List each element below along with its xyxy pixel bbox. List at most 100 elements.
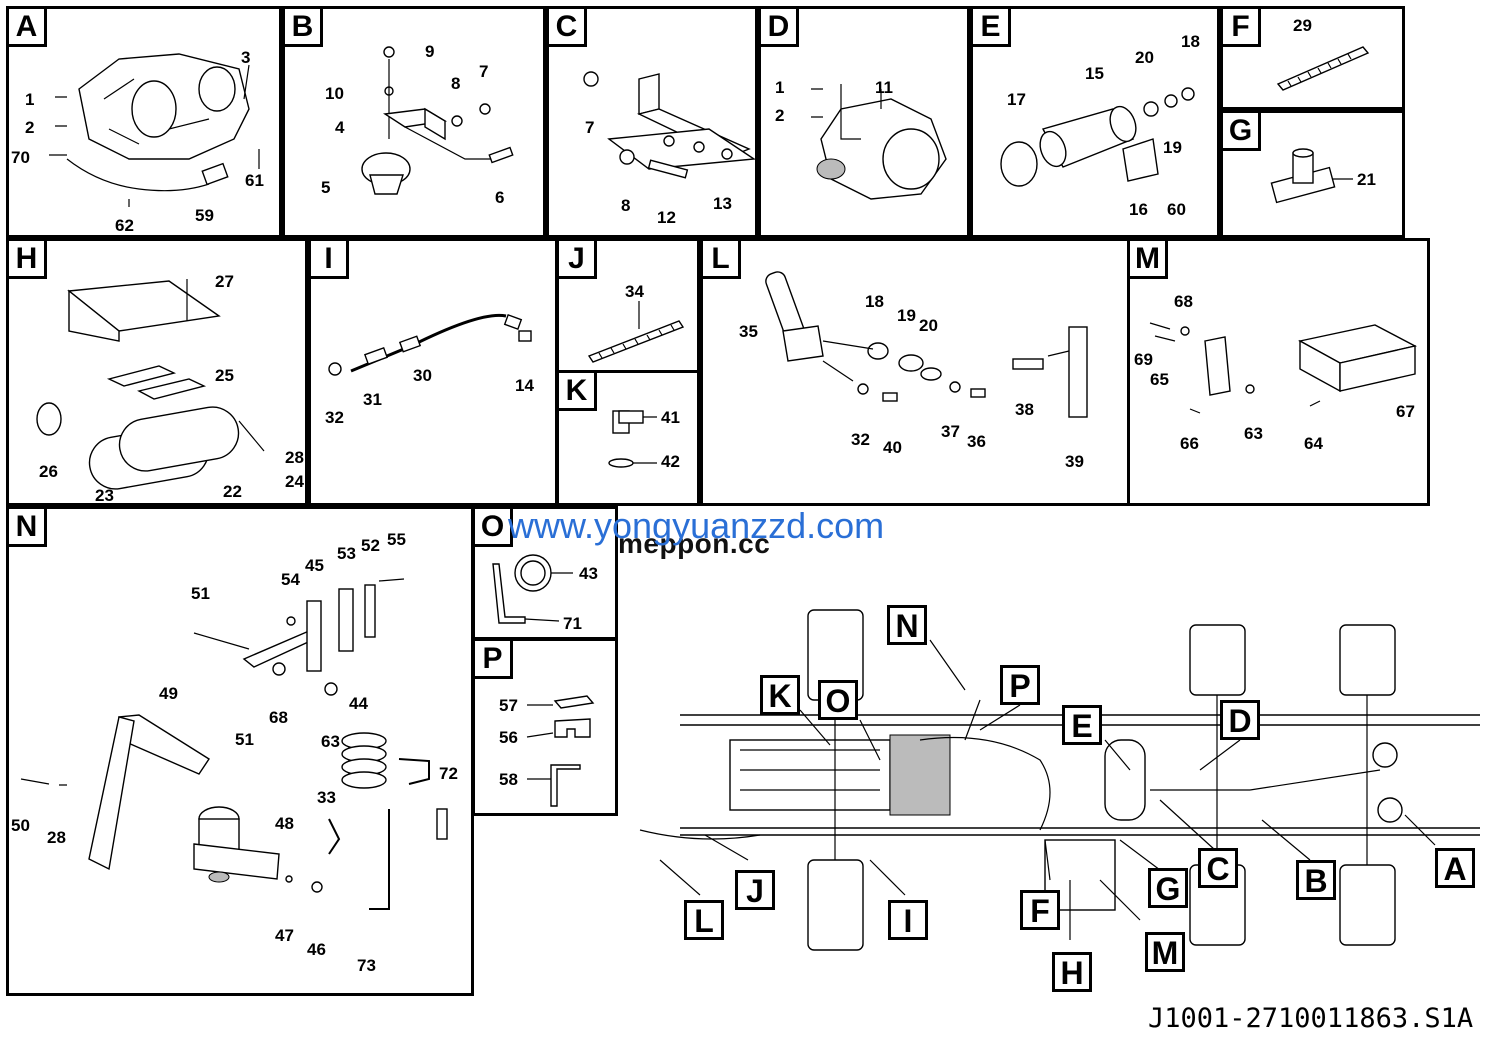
- panel-label: B: [285, 9, 323, 47]
- part-number: 7: [479, 62, 489, 81]
- panel-g: G 21: [1220, 110, 1405, 238]
- part-number: 45: [305, 556, 324, 575]
- watermark-secondary: meppon.cc: [618, 528, 771, 559]
- part-number: 3: [241, 48, 251, 67]
- relay-valve-bracket-drawing: [361, 46, 514, 195]
- panel-label: C: [549, 9, 587, 47]
- part-number: 17: [1007, 90, 1026, 109]
- part-number: 38: [1015, 400, 1034, 419]
- part-number: 14: [515, 376, 534, 395]
- twin-reservoir-drawing: [36, 279, 265, 490]
- part-number: 36: [967, 432, 986, 451]
- panel-label: L: [703, 241, 741, 279]
- callout-d: D: [1220, 700, 1260, 740]
- part-number: 28: [285, 448, 304, 467]
- part-number: 73: [357, 956, 376, 975]
- part-number: 55: [387, 530, 406, 549]
- part-number: 71: [563, 614, 582, 633]
- part-number: 54: [281, 570, 300, 589]
- panel-label: E: [973, 9, 1011, 47]
- part-number: 65: [1150, 370, 1169, 389]
- part-number: 68: [1174, 292, 1193, 311]
- part-number: 11: [875, 78, 893, 97]
- panel-c: C 7 8 12 13: [546, 6, 758, 238]
- panel-label: N: [9, 509, 47, 547]
- part-number: 22: [223, 482, 242, 501]
- part-number: 59: [195, 206, 214, 225]
- part-number: 68: [269, 708, 288, 727]
- part-number: 9: [425, 42, 435, 61]
- callout-a: A: [1435, 848, 1475, 888]
- panel-label: G: [1223, 113, 1261, 151]
- panel-n: N 55 52 53 45 54 51 68 63 49 44 51 72 33…: [6, 506, 474, 996]
- hand-brake-valve-drawing: [765, 271, 1088, 418]
- part-number: 15: [1085, 64, 1104, 83]
- air-dryer-valve-drawing: [49, 53, 260, 207]
- part-number: 18: [865, 292, 884, 311]
- panel-label: M: [1130, 241, 1168, 279]
- part-number: 60: [1167, 200, 1186, 219]
- part-number: 51: [235, 730, 254, 749]
- panel-i: I 30 31 32 14: [308, 238, 558, 506]
- callout-f: F: [1020, 890, 1060, 930]
- part-number: 16: [1129, 200, 1148, 219]
- callout-g: G: [1148, 868, 1188, 908]
- part-number: 57: [499, 696, 518, 715]
- part-number: 40: [883, 438, 902, 457]
- part-number: 32: [851, 430, 870, 449]
- panel-h: H 27 25 28 24 26 23 22: [6, 238, 308, 506]
- air-reservoir-drawing: [1000, 87, 1195, 187]
- part-number: 29: [1293, 16, 1312, 35]
- part-number: 21: [1357, 170, 1376, 189]
- panel-label: K: [559, 373, 597, 411]
- panel-label: H: [9, 241, 47, 279]
- part-number: 67: [1396, 402, 1415, 421]
- part-number: 8: [451, 74, 461, 93]
- panel-l: L 35 18 19 20 38 32 40 37 36 39: [700, 238, 1130, 506]
- callout-c: C: [1198, 848, 1238, 888]
- panel-label: A: [9, 9, 47, 47]
- part-number: 70: [11, 148, 30, 167]
- part-number: 26: [39, 462, 58, 481]
- control-unit-bracket-drawing: [1149, 322, 1418, 414]
- part-number: 64: [1304, 434, 1323, 453]
- elbow-fitting-drawing: [608, 410, 657, 468]
- panel-m: M 68 69 65 67 66 63 64: [1127, 238, 1430, 506]
- part-number: 31: [363, 390, 382, 409]
- callout-i: I: [888, 900, 928, 940]
- callout-m: M: [1145, 932, 1185, 972]
- document-number: J1001-2710011863.S1A: [1148, 1003, 1474, 1034]
- part-number: 20: [919, 316, 938, 335]
- part-number: 23: [95, 486, 114, 505]
- panel-label: P: [475, 641, 513, 679]
- part-number: 56: [499, 728, 518, 747]
- part-number: 69: [1134, 350, 1153, 369]
- part-number: 18: [1181, 32, 1200, 51]
- part-number: 66: [1180, 434, 1199, 453]
- part-number: 19: [1163, 138, 1182, 157]
- tee-fitting-drawing: [1270, 148, 1353, 204]
- panel-label: I: [311, 241, 349, 279]
- panel-a: A 1 2 70 3 61 62 59: [6, 6, 282, 238]
- part-number: 63: [321, 732, 340, 751]
- part-number: 7: [585, 118, 595, 137]
- part-number: 5: [321, 178, 331, 197]
- part-number: 42: [661, 452, 680, 471]
- part-number: 44: [349, 694, 368, 713]
- part-number: 39: [1065, 452, 1084, 471]
- part-number: 27: [215, 272, 234, 291]
- callout-k: K: [760, 675, 800, 715]
- part-number: 52: [361, 536, 380, 555]
- part-number: 4: [335, 118, 345, 137]
- callout-b: B: [1296, 860, 1336, 900]
- panel-k: K 41 42: [556, 370, 700, 506]
- part-number: 20: [1135, 48, 1154, 67]
- part-number: 47: [275, 926, 294, 945]
- panel-p: P 57 56 58: [472, 638, 618, 816]
- callout-o: O: [818, 680, 858, 720]
- panel-e: E 18 20 15 17 19 16 60: [970, 6, 1220, 238]
- part-number: 41: [661, 408, 680, 427]
- air-processing-unit-drawing: [20, 578, 448, 910]
- part-number: 2: [25, 118, 35, 137]
- panel-b: B 9 10 8 7 4 5 6: [282, 6, 546, 238]
